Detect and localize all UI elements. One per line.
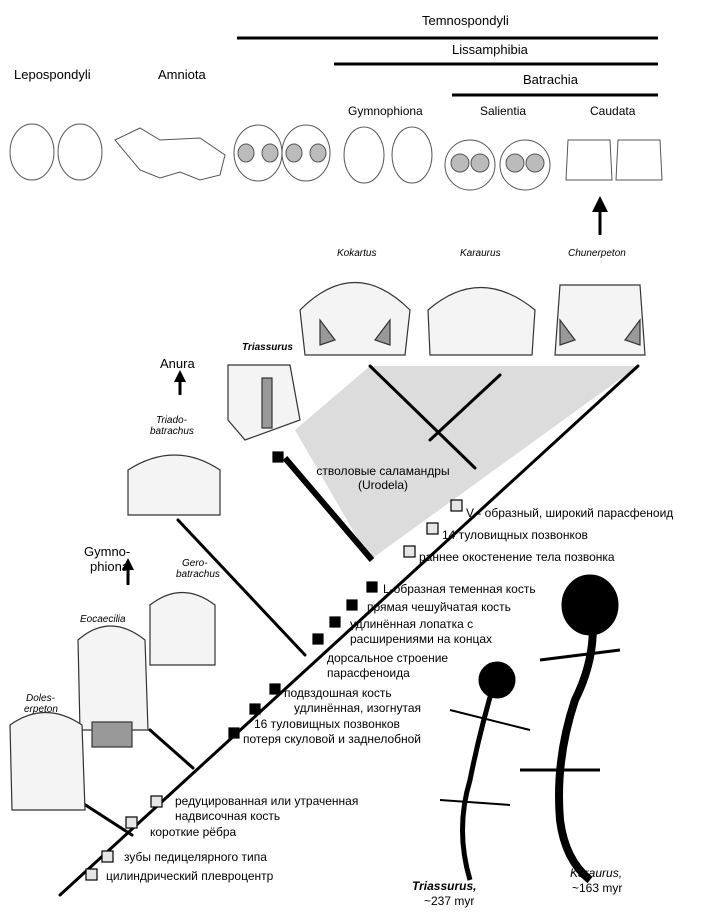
skull-illustrations-top (9, 123, 663, 191)
character-label: зубы педицелярного типа (124, 850, 267, 864)
triassurus-skeleton (460, 679, 498, 881)
clade-label-salientia: Salientia (480, 104, 527, 118)
character-markers (85, 451, 463, 881)
character-label: парасфеноида (327, 666, 410, 680)
up-arrows (122, 196, 608, 585)
stem-salamanders-label: стволовые саламандры (316, 464, 450, 478)
karaurus-skeleton (555, 599, 597, 884)
marker-filled (272, 451, 284, 463)
marker-open (125, 816, 138, 829)
character-label: удлинённая, изогнутая (294, 701, 421, 715)
character-label: короткие рёбра (150, 825, 237, 839)
marker-filled (366, 581, 378, 593)
stem-salamanders-sublabel: (Urodela) (357, 478, 408, 492)
taxon-eocaecilia: Eocaecilia (80, 614, 126, 625)
character-label: потеря скуловой и заднелобной (243, 732, 422, 746)
fossil-triassurus-age: ~237 myr (424, 894, 475, 908)
marker-open (426, 522, 439, 535)
fossil-triassurus-name: Triassurus, (412, 879, 477, 893)
taxon-kokartus: Kokartus (337, 248, 377, 259)
marker-filled (249, 703, 261, 715)
taxon-karaurus: Karaurus (460, 248, 501, 259)
fossil-karaurus-name: Karaurus, (570, 866, 623, 880)
skull-illustrations-lower (9, 364, 301, 811)
character-label: прямая чешуйчатая кость (367, 600, 511, 614)
character-label: раннее окостенение тела позвонка (419, 550, 615, 564)
taxon-doleserpeton-1: Doles- (26, 693, 55, 704)
character-label: расширениями на концах (350, 632, 493, 646)
marker-filled (346, 599, 358, 611)
marker-open (450, 499, 463, 512)
fossil-karaurus-age: ~163 myr (572, 881, 623, 895)
taxon-triassurus: Triassurus (242, 342, 293, 353)
marker-filled (329, 616, 341, 628)
character-label: 16 туловищных позвонков (254, 717, 400, 731)
clade-label-gymnophiona: Gymnophiona (348, 104, 423, 118)
clade-label-amniota: Amniota (158, 67, 206, 82)
clade-label-lepospondyli: Lepospondyli (14, 67, 91, 82)
marker-filled (228, 727, 240, 739)
stem-salamander-shading (295, 366, 638, 560)
character-label: L-образная теменная кость (383, 582, 536, 596)
marker-open (101, 850, 114, 863)
taxon-anura: Anura (160, 356, 195, 371)
character-label: надвисочная кость (175, 809, 281, 823)
taxon-chunerpeton: Chunerpeton (568, 248, 626, 259)
character-label: цилиндрический плевроцентр (106, 869, 274, 883)
taxon-doleserpeton-2: erpeton (24, 704, 58, 715)
marker-open (85, 868, 98, 881)
marker-filled (269, 683, 281, 695)
clade-label-batrachia: Batrachia (523, 72, 578, 87)
character-label: дорсальное строение (327, 651, 449, 665)
clade-label-temnospondyli: Temnospondyli (422, 13, 509, 28)
marker-open (403, 545, 416, 558)
taxon-gymnophiona-1: Gymno- (84, 544, 131, 559)
taxon-gerobatrachus-2: batrachus (176, 569, 220, 580)
fossil-skeletons (439, 574, 621, 884)
taxon-triadobatrachus-2: batrachus (150, 426, 194, 437)
stem-salamander-branch (282, 456, 375, 562)
character-label: V - образный, широкий парасфеноид (466, 506, 674, 520)
clade-label-lissamphibia: Lissamphibia (452, 42, 528, 57)
taxon-gerobatrachus-1: Gero- (182, 558, 208, 569)
taxon-gymnophiona-2: phiona (90, 559, 130, 574)
character-label: удлинённая лопатка с (350, 617, 474, 631)
taxon-triadobatrachus-1: Triado- (156, 415, 187, 426)
marker-open (150, 795, 163, 808)
clade-label-caudata: Caudata (590, 104, 636, 118)
triceratops-illustration (114, 127, 226, 181)
skull-illustrations-upper (299, 281, 646, 356)
marker-filled (312, 633, 324, 645)
character-label: 14 туловищных позвонков (442, 528, 588, 542)
character-label: подвздошная кость (284, 686, 392, 700)
character-label: редуцированная или утраченная (175, 794, 359, 808)
